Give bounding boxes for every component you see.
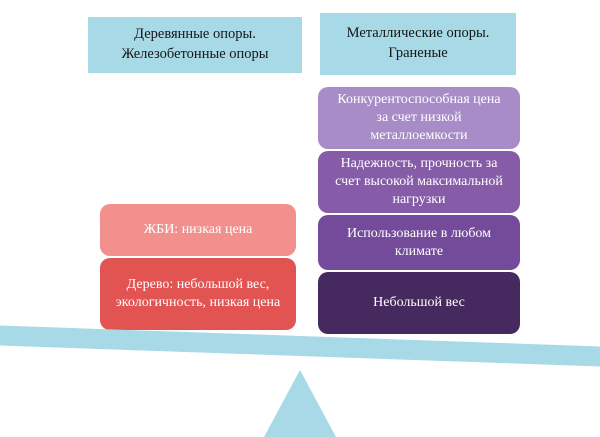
header-wooden-concrete-poles: Деревянные опоры. Железобетонные опоры <box>88 17 302 73</box>
header-metal-poles: Металлические опоры. Граненые <box>320 13 516 75</box>
fulcrum-triangle-icon <box>264 370 336 437</box>
metal-benefit-light-weight: Небольшой вес <box>318 272 520 334</box>
metal-benefit-competitive-price: Конкурентоспособная цена за счет низкой … <box>318 87 520 149</box>
metal-benefit-any-climate: Использование в любом климате <box>318 215 520 270</box>
concrete-benefit-low-price: ЖБИ: низкая цена <box>100 204 296 256</box>
metal-benefit-reliability: Надежность, прочность за счет высокой ма… <box>318 151 520 213</box>
wood-benefits: Дерево: небольшой вес, экологичность, ни… <box>100 258 296 330</box>
